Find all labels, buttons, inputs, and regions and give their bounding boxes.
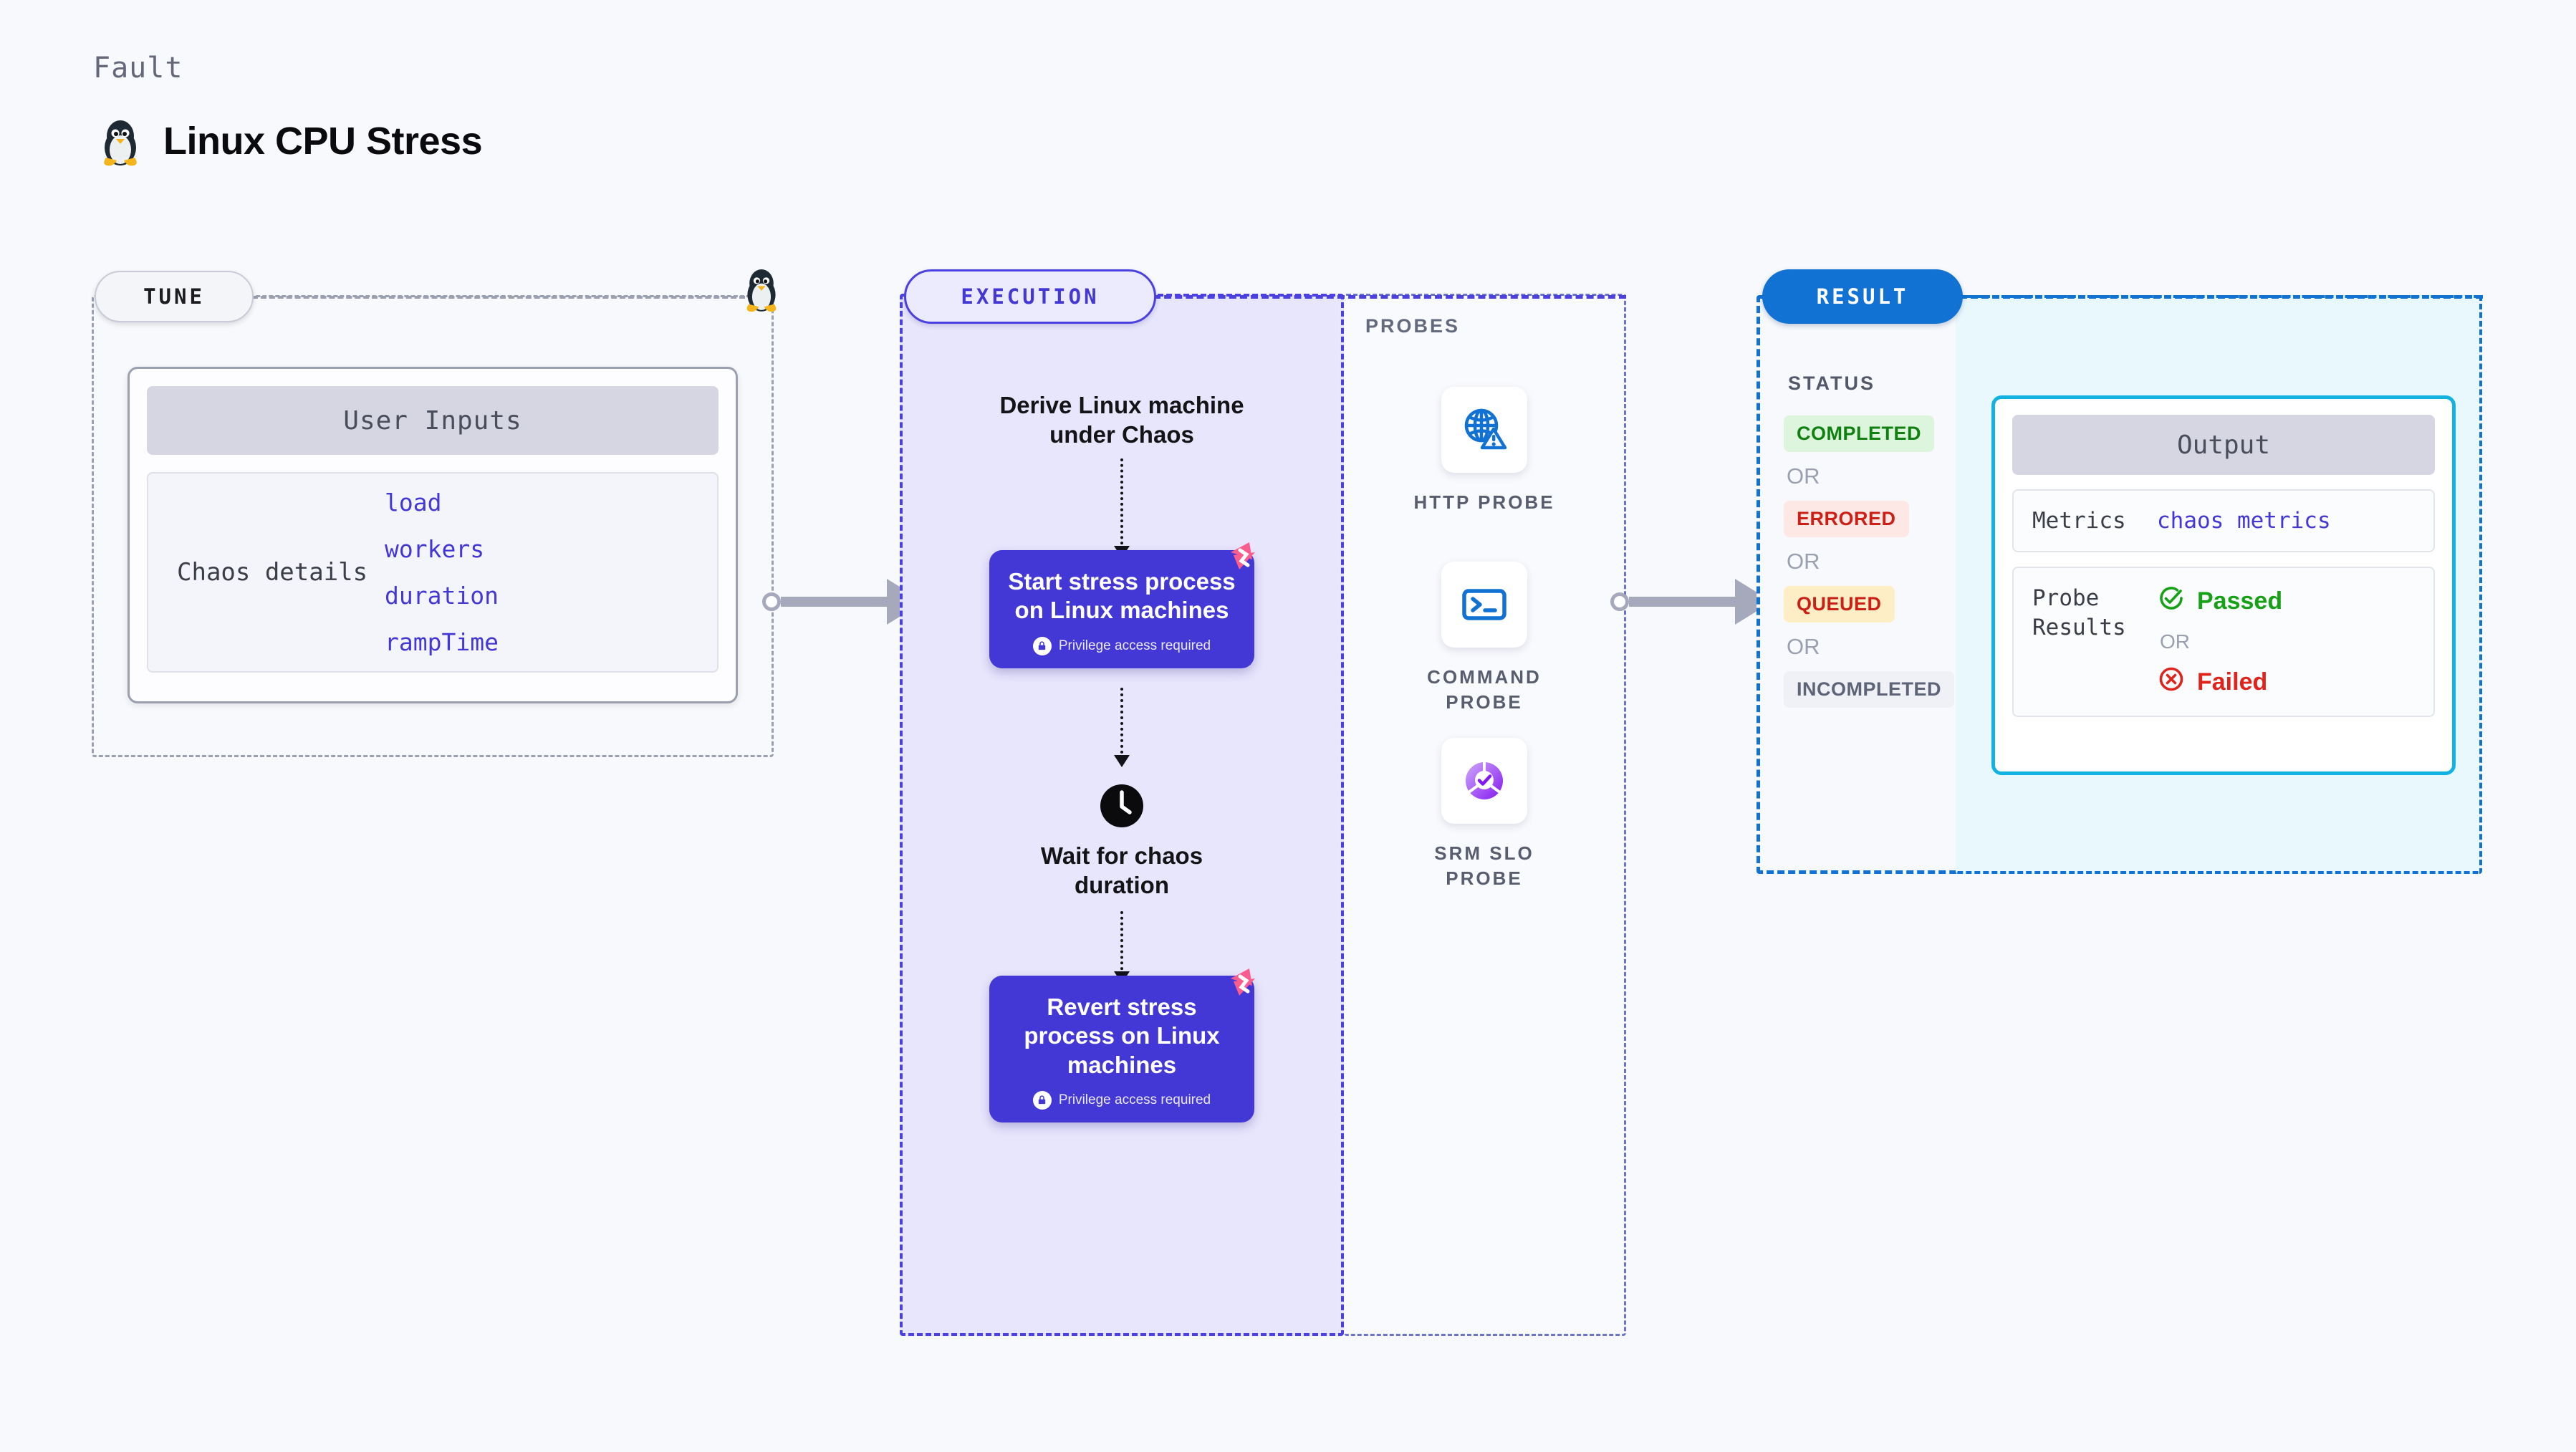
harness-logo-icon <box>1218 534 1267 582</box>
status-or-3: OR <box>1787 634 1820 659</box>
probe-srm-slo-label: SRM SLO PROBE <box>1434 841 1534 891</box>
output-probe-failed: Failed <box>2157 665 2282 700</box>
flow-arrow-1-line <box>1120 458 1123 550</box>
output-header: Output <box>2012 415 2435 475</box>
param-duration: duration <box>385 582 499 610</box>
connector-bar <box>1629 597 1736 607</box>
result-status-container <box>1756 295 1959 874</box>
linux-penguin-icon <box>99 115 142 168</box>
status-badge-incompleted: INCOMPLETED <box>1784 671 1955 708</box>
output-probe-results-label-line1: Probe <box>2032 585 2100 612</box>
harness-logo-icon <box>1218 960 1267 1009</box>
check-circle-icon <box>2157 584 2186 619</box>
globe-warning-icon <box>1441 387 1527 473</box>
output-metrics-row: Metrics chaos metrics <box>2012 489 2435 553</box>
exec-card-revert-stress-privilege-text: Privilege access required <box>1058 1092 1211 1107</box>
user-inputs-header: User Inputs <box>147 386 719 455</box>
output-card: Output Metrics chaos metrics Probe Resul… <box>1991 395 2456 775</box>
output-probe-passed-label: Passed <box>2197 587 2283 615</box>
status-label: STATUS <box>1788 372 1875 394</box>
probe-http-label: HTTP PROBE <box>1413 491 1555 513</box>
page-kicker: Fault <box>93 52 183 85</box>
flow-arrow-2-head-icon <box>1114 755 1130 767</box>
status-badge-queued: QUEUED <box>1784 586 1895 622</box>
x-circle-icon <box>2157 665 2186 700</box>
tune-container <box>92 295 774 757</box>
tune-corner-linux-penguin-icon <box>741 264 782 319</box>
tune-stage-pill[interactable]: TUNE <box>95 271 254 322</box>
exec-step-derive: Derive Linux machine under Chaos <box>957 390 1287 450</box>
exec-step-derive-line2: under Chaos <box>1049 421 1194 448</box>
probe-command-label-line2: PROBE <box>1446 691 1523 713</box>
param-load: load <box>385 489 442 516</box>
tune-dashed-connector <box>252 296 754 299</box>
user-inputs-card: User Inputs Chaos details load workers d… <box>128 367 738 703</box>
probe-srm-slo[interactable]: SRM SLO PROBE <box>1377 738 1592 891</box>
execution-dashed-connector <box>1153 295 1626 299</box>
slo-donut-check-icon <box>1441 738 1527 824</box>
exec-card-start-stress-privilege: Privilege access required <box>1004 636 1240 655</box>
status-badge-completed: COMPLETED <box>1784 415 1935 452</box>
chaos-details-label: Chaos details <box>177 558 368 587</box>
exec-step-wait: Wait for chaos duration <box>957 841 1287 900</box>
exec-step-wait-line2: duration <box>1075 872 1169 899</box>
probe-http[interactable]: HTTP PROBE <box>1377 387 1592 515</box>
page-title-row: Linux CPU Stress <box>99 115 483 168</box>
execution-stage-pill[interactable]: EXECUTION <box>904 269 1156 324</box>
clock-icon <box>1100 784 1144 828</box>
connector-execution-to-result <box>1610 579 1787 625</box>
output-probe-values: Passed OR Failed <box>2157 584 2282 700</box>
output-probe-failed-label: Failed <box>2197 668 2268 696</box>
lock-icon <box>1032 1090 1052 1110</box>
output-probe-or: OR <box>2160 630 2190 653</box>
probe-command[interactable]: COMMAND PROBE <box>1377 562 1592 715</box>
probes-label: PROBES <box>1365 315 1461 337</box>
probe-command-label-line1: COMMAND <box>1427 666 1542 688</box>
probe-command-label: COMMAND PROBE <box>1427 665 1542 715</box>
exec-step-wait-line1: Wait for chaos <box>1040 842 1203 869</box>
exec-card-revert-stress-title: Revert stress process on Linux machines <box>1024 994 1220 1078</box>
param-workers: workers <box>385 535 485 563</box>
terminal-prompt-icon <box>1441 562 1527 648</box>
status-or-1: OR <box>1787 463 1820 489</box>
output-probe-results-label: Probe Results <box>2014 584 2157 700</box>
probe-srm-slo-label-line1: SRM SLO <box>1434 842 1534 864</box>
connector-dot-left <box>762 592 781 611</box>
exec-card-start-stress-title: Start stress process on Linux machines <box>1008 568 1236 624</box>
result-stage-pill[interactable]: RESULT <box>1762 269 1963 324</box>
exec-card-start-stress-privilege-text: Privilege access required <box>1058 638 1211 653</box>
flow-arrow-2-line <box>1120 688 1123 759</box>
status-list: COMPLETED OR ERRORED OR QUEUED OR INCOMP… <box>1784 415 1955 708</box>
flow-arrow-3-line <box>1120 911 1123 976</box>
status-badge-errored: ERRORED <box>1784 501 1909 537</box>
page-title: Linux CPU Stress <box>163 120 483 163</box>
output-metrics-label: Metrics <box>2032 508 2126 534</box>
connector-dot-left <box>1610 592 1629 611</box>
chaos-details-row: Chaos details load workers duration ramp… <box>147 472 719 673</box>
exec-step-derive-line1: Derive Linux machine <box>999 392 1244 418</box>
exec-card-revert-stress[interactable]: Revert stress process on Linux machines … <box>989 976 1254 1122</box>
output-metrics-value: chaos metrics <box>2157 508 2331 534</box>
exec-card-start-stress[interactable]: Start stress process on Linux machines P… <box>989 550 1254 668</box>
probe-srm-slo-label-line2: PROBE <box>1446 867 1523 890</box>
output-probe-results-label-line2: Results <box>2032 614 2126 640</box>
result-dashed-connector <box>1960 295 2483 299</box>
connector-bar <box>781 597 888 607</box>
output-probe-results-row: Probe Results Passed OR <box>2012 567 2435 718</box>
chaos-details-values: load workers duration rampTime <box>385 489 499 656</box>
status-or-2: OR <box>1787 549 1820 574</box>
exec-card-revert-stress-privilege: Privilege access required <box>1004 1090 1240 1110</box>
param-ramptime: rampTime <box>385 628 499 656</box>
output-probe-passed: Passed <box>2157 584 2282 619</box>
lock-icon <box>1032 636 1052 655</box>
